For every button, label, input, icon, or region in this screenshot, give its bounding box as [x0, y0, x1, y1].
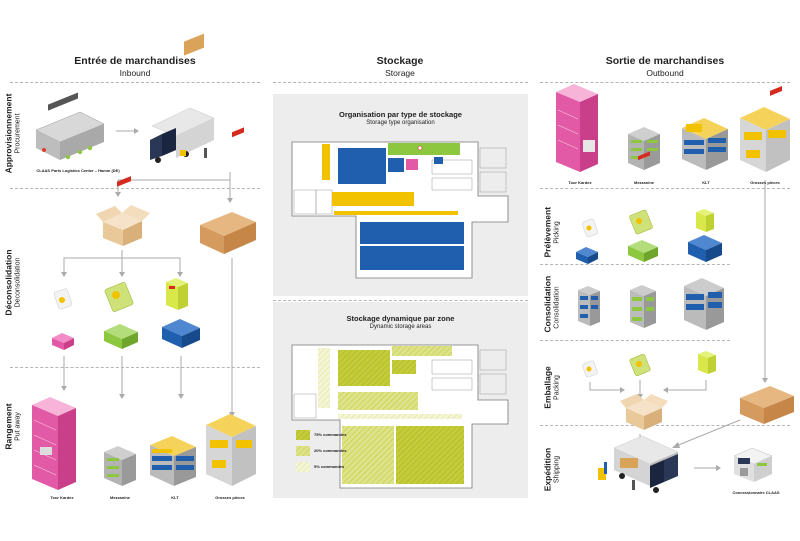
- consolidation-rack-klt-icon: [684, 278, 724, 330]
- picking-blue-bin-icon: [688, 235, 722, 262]
- outbound-stage-separator: [540, 340, 730, 341]
- packing-green-bag-icon: [629, 354, 651, 376]
- outbound-tour-kardex-label: Tour Kardex: [568, 180, 592, 185]
- truck-icon: [150, 33, 215, 163]
- storage-dynamic-title: Stockage dynamique par zone: [346, 314, 455, 323]
- inbound-klt-label: KLT: [171, 495, 179, 500]
- zone-yellow-strip: [322, 144, 330, 180]
- klt-rack-icon: [150, 436, 196, 486]
- storage-header-rule: [273, 82, 528, 83]
- inbound-stage-separator: [10, 367, 260, 368]
- blue-bin-icon: [162, 319, 200, 348]
- green-parts-bag-icon: [104, 282, 134, 312]
- outbound-klt-label: KLT: [702, 180, 710, 185]
- packing-parts-bag-icon: [582, 360, 598, 378]
- legend-label-5: 5% commandes: [314, 464, 345, 469]
- inbound-mezzanine-label: Mezzanine: [109, 495, 130, 500]
- zone-green: [388, 143, 460, 155]
- legend-label-20: 20% commandes: [314, 448, 347, 453]
- storage-subtitle: Storage: [385, 68, 415, 78]
- inbound-title: Entrée de marchandises: [74, 55, 196, 67]
- picking-green-bag-icon: [629, 209, 653, 235]
- packing-open-box-icon: [620, 151, 668, 430]
- packing-yellow-box-icon: [698, 351, 716, 374]
- tour-kardex-icon: [32, 397, 76, 490]
- outbound-mezzanine-icon: [628, 127, 660, 170]
- dealer-building-icon: [733, 447, 773, 482]
- outbound-stage-separator: [540, 264, 730, 265]
- zone-yellow-large: [332, 192, 414, 206]
- large-parts-rack-icon: [206, 414, 256, 486]
- picking-blue-small-bin-icon: [576, 247, 598, 264]
- consolidation-rack-green-icon: [630, 285, 656, 328]
- wooden-crate-icon: [200, 127, 256, 254]
- mezzanine-icon: [104, 446, 136, 486]
- storage-dynamic-subtitle: Dynamic storage areas: [369, 324, 432, 330]
- picking-yellow-box-icon: [696, 209, 714, 232]
- zone-20: [342, 426, 394, 484]
- yellow-parts-box-icon: [166, 278, 188, 310]
- picking-green-bin-icon: [628, 240, 658, 262]
- outbound-tour-kardex-icon: [556, 84, 598, 172]
- zone-blue-large-2: [360, 246, 464, 270]
- outbound-subtitle: Outbound: [646, 68, 684, 78]
- zone-blue-small: [388, 158, 404, 172]
- storage-type-title: Organisation par type de stockage: [339, 110, 462, 119]
- legend-swatch-5: [296, 462, 310, 472]
- outbound-large-parts-label: Grosses pièces: [750, 180, 780, 185]
- packing-wooden-crate-icon: [740, 86, 794, 424]
- outbound-stage-separator: [540, 425, 790, 426]
- zone-blue-kardex: [338, 148, 386, 184]
- legend-label-75: 75% commandes: [314, 432, 347, 437]
- inbound-tour-kardex-label: Tour Kardex: [50, 495, 74, 500]
- inbound-header-rule: [10, 82, 260, 83]
- legend-swatch-20: [296, 446, 310, 456]
- pink-bin-icon: [52, 333, 74, 350]
- legend-swatch-75: [296, 430, 310, 440]
- outbound-klt-icon: [682, 118, 728, 170]
- picking-parts-bag-icon: [581, 218, 599, 238]
- green-bin-icon: [104, 324, 138, 349]
- inbound-subtitle: Inbound: [119, 68, 151, 78]
- outbound-mezzanine-label: Mezzanine: [633, 180, 654, 185]
- parts-bag-icon: [53, 288, 73, 310]
- shipping-truck-icon: [598, 435, 679, 493]
- open-box-icon: [96, 176, 150, 246]
- storage-separator: [273, 300, 528, 301]
- consolidation-rack-blue-icon: [578, 286, 600, 326]
- outbound-title: Sortie de marchandises: [605, 55, 725, 67]
- storage-type-subtitle: Storage type organisation: [366, 120, 435, 126]
- outbound-stage-separator: [540, 188, 790, 189]
- inbound-large-parts-label: Grosses pièces: [215, 495, 245, 500]
- inbound-stage-separator: [10, 188, 260, 189]
- dealer-label: Concessionnaire CLAAS: [732, 490, 780, 495]
- logistics-center-label: CLAAS Parts Logistics Center – Hamm (DE): [36, 168, 120, 173]
- zone-75: [396, 426, 464, 484]
- zone-pink: [406, 159, 418, 170]
- floorplan-storage-type: [291, 141, 509, 279]
- floorplan-dynamic: [291, 344, 509, 489]
- logistics-center-icon: [35, 92, 105, 160]
- storage-title: Stockage: [376, 55, 424, 67]
- outbound-header-rule: [540, 82, 790, 83]
- zone-blue-large-1: [360, 222, 464, 244]
- outbound-large-parts-icon: [740, 107, 790, 172]
